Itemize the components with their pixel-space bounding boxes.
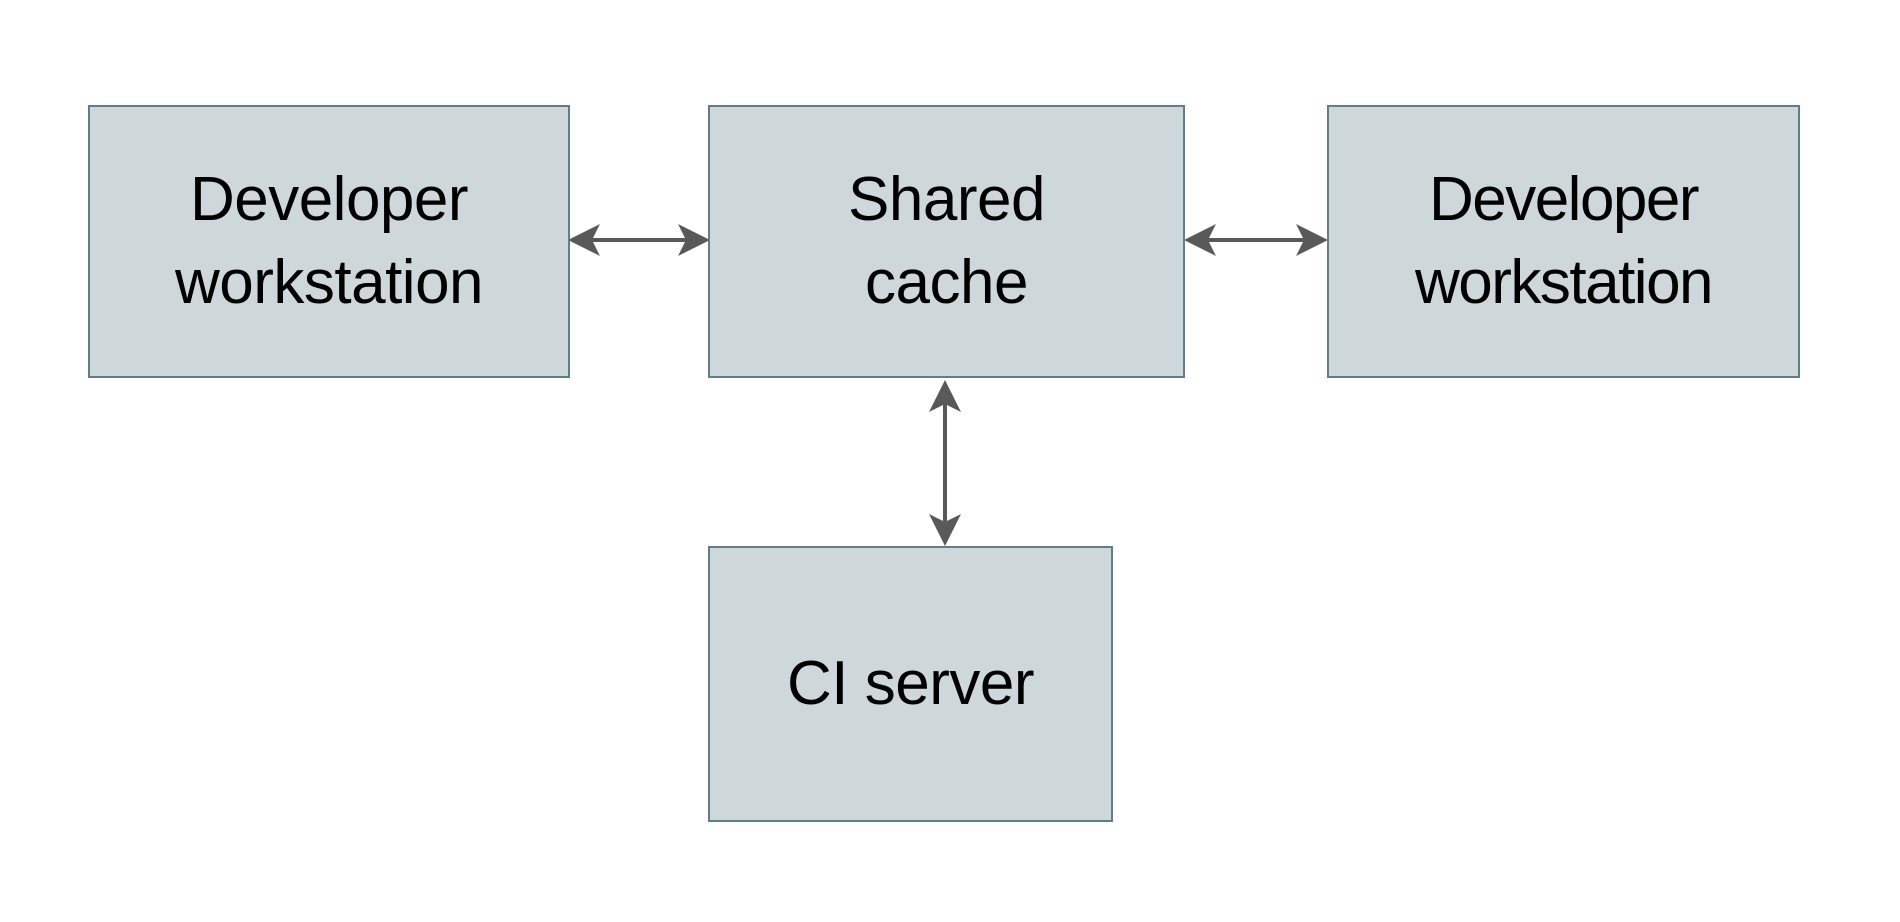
connector-dev-left-to-cache[interactable] [560, 200, 718, 280]
double-arrow-icon [1184, 224, 1328, 256]
double-arrow-icon [568, 224, 710, 256]
node-label: Developer workstation [174, 165, 484, 317]
node-developer-workstation-left[interactable]: Developer workstation [88, 105, 570, 378]
node-ci-server[interactable]: CI server [708, 546, 1113, 822]
double-arrow-icon [929, 380, 961, 546]
node-developer-workstation-right[interactable]: Developer workstation [1327, 105, 1800, 378]
node-label: Developer workstation [1414, 165, 1714, 317]
connector-cache-to-ci[interactable] [905, 372, 985, 554]
connector-cache-to-dev-right[interactable] [1176, 200, 1336, 280]
node-label: CI server [787, 648, 1034, 718]
node-shared-cache[interactable]: Shared cache [708, 105, 1185, 378]
node-label: Shared cache [848, 165, 1045, 317]
